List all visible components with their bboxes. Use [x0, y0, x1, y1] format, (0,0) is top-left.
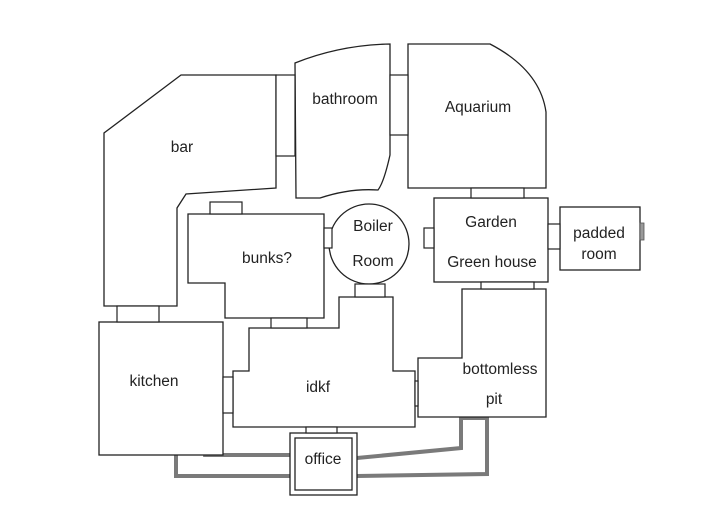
door-aquarium-garden[interactable]	[470, 187, 525, 199]
label-padded-line2: room	[581, 246, 616, 263]
padded-room-tab	[639, 222, 645, 241]
corridor-pit-office	[356, 416, 489, 478]
label-bathroom: bathroom	[312, 91, 377, 108]
room-bathroom[interactable]	[294, 43, 391, 199]
room-office-inner	[294, 437, 353, 491]
label-office: office	[305, 451, 342, 468]
room-bunks[interactable]	[187, 213, 325, 319]
door-bar-bunks[interactable]	[209, 201, 243, 215]
room-padded[interactable]	[559, 206, 641, 271]
door-bar-bathroom[interactable]	[275, 74, 296, 157]
label-idkf: idkf	[306, 379, 331, 396]
room-idkf[interactable]	[232, 296, 416, 428]
label-boiler-line2: Room	[352, 253, 393, 270]
door-boiler-garden[interactable]	[423, 227, 435, 249]
door-bar-kitchen[interactable]	[116, 305, 160, 323]
door-bunks-idkf[interactable]	[270, 317, 308, 329]
door-boiler-idkf[interactable]	[354, 283, 386, 298]
label-aquarium: Aquarium	[445, 99, 511, 116]
label-garden-line2: Green house	[447, 254, 537, 271]
label-boiler-line1: Boiler	[353, 218, 393, 235]
room-aquarium[interactable]	[407, 43, 547, 189]
room-kitchen[interactable]	[98, 321, 224, 456]
label-garden-line1: Garden	[465, 214, 517, 231]
room-bottomless-pit[interactable]	[417, 288, 547, 418]
door-bathroom-aquarium[interactable]	[389, 74, 409, 136]
label-bunks: bunks?	[242, 250, 292, 267]
label-kitchen: kitchen	[129, 373, 178, 390]
door-kitchen-idkf[interactable]	[222, 376, 234, 414]
room-boiler[interactable]	[328, 203, 410, 285]
label-bottomless-line1: bottomless	[463, 361, 538, 378]
door-idkf-office[interactable]	[305, 426, 338, 434]
label-bottomless-line2: pit	[486, 391, 503, 408]
door-bunks-boiler[interactable]	[323, 227, 333, 249]
label-padded-line1: padded	[573, 225, 625, 242]
door-garden-padded[interactable]	[547, 223, 561, 250]
label-bar: bar	[171, 139, 193, 156]
door-idkf-pit[interactable]	[414, 380, 419, 407]
room-garden-greenhouse[interactable]	[433, 197, 549, 283]
door-garden-pit[interactable]	[480, 281, 535, 290]
